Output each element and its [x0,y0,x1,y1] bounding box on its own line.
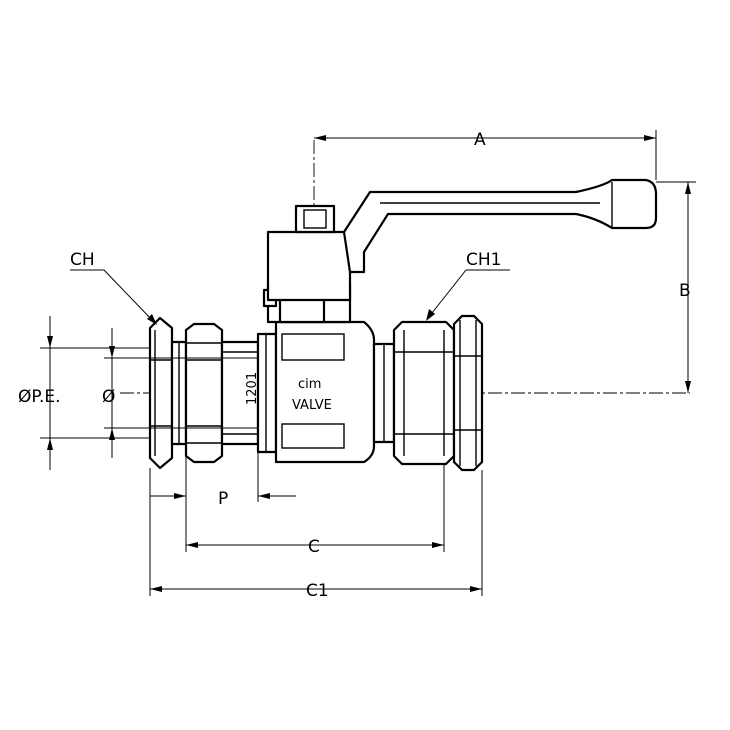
dimension-a: A [314,130,657,180]
brand-marking: cim [298,377,321,392]
ch1-label: CH1 [466,250,501,270]
left-compression-ring [170,340,188,446]
left-hex-nut [148,316,174,470]
brand-sub-marking: VALVE [292,398,332,413]
dimension-b: B [656,181,696,393]
right-coupling-nut [392,320,456,466]
ch1-leader: CH1 [426,250,510,321]
right-hex-end [452,314,484,472]
left-coupling-nut [184,322,224,464]
dimension-ope-label: ØP.E. [18,387,61,407]
body-left-shoulder [256,332,278,454]
dimension-o: Ø [102,328,258,458]
dimension-p-label: P [218,489,228,509]
dimension-o-label: Ø [102,387,115,407]
lever-handle [266,178,658,302]
dimension-c-label: C [308,537,320,557]
central-body [274,320,376,464]
dimension-c1-label: C1 [306,581,329,601]
dimension-ope: ØP.E. [18,316,150,470]
left-neck [220,340,260,446]
dimension-b-label: B [679,281,691,301]
size-code-marking: 1201 [245,372,260,405]
ch-label: CH [70,250,95,270]
dimension-a-label: A [474,130,486,150]
dimension-p: P [149,444,296,596]
dimension-c: C [186,464,445,557]
ch-leader: CH [70,250,157,325]
dimension-c1: C1 [150,470,483,601]
valve-body-group [148,178,658,472]
right-neck [372,342,396,444]
